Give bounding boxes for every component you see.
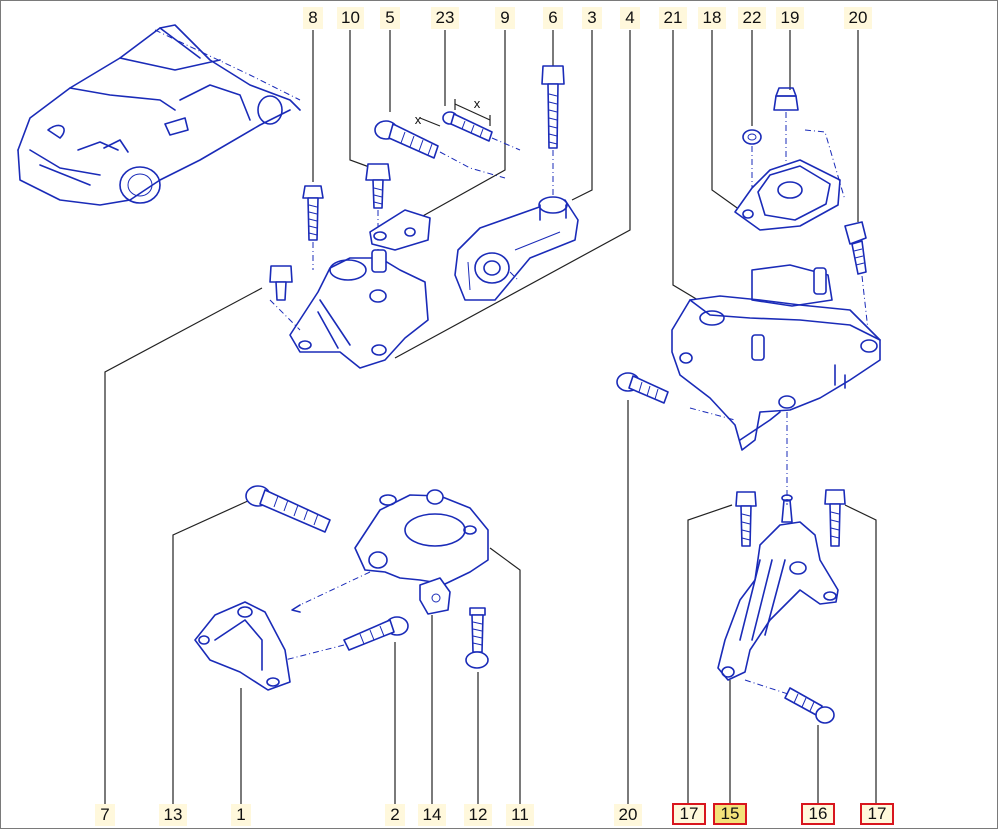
callout-7[interactable]: 7 <box>95 804 115 826</box>
bolt-2 <box>284 616 409 661</box>
bolt-13 <box>245 485 331 533</box>
callout-14[interactable]: 14 <box>418 804 446 826</box>
bolt-12 <box>465 607 489 669</box>
callout-10[interactable]: 10 <box>337 7 364 29</box>
leader-lines-bottom <box>104 287 877 805</box>
plate-9 <box>369 209 431 251</box>
bolt-23 <box>419 99 521 151</box>
callout-12[interactable]: 12 <box>464 804 492 826</box>
callout-16[interactable]: 16 <box>801 803 835 825</box>
callout-20-top[interactable]: 20 <box>844 7 872 29</box>
bracket-1 <box>194 601 291 691</box>
callout-11[interactable]: 11 <box>506 804 534 826</box>
bolt-17-right <box>824 489 846 547</box>
dimension-mark-x-2: x <box>473 96 481 111</box>
leader-lines-top <box>312 30 859 359</box>
callout-21[interactable]: 21 <box>659 7 687 29</box>
bolt-5 <box>374 120 506 179</box>
callout-2[interactable]: 2 <box>385 804 405 826</box>
bolt-20-left <box>616 372 669 404</box>
dimension-mark-x-1: x <box>414 112 422 127</box>
callout-13[interactable]: 13 <box>159 804 187 826</box>
callout-22[interactable]: 22 <box>738 7 766 29</box>
callout-6[interactable]: 6 <box>543 7 563 29</box>
callout-8[interactable]: 8 <box>303 7 323 29</box>
nut-19 <box>773 87 799 170</box>
callout-15[interactable]: 15 <box>713 803 747 825</box>
callout-17-left[interactable]: 17 <box>672 803 706 825</box>
callout-4[interactable]: 4 <box>620 7 640 29</box>
bolt-10 <box>365 163 391 250</box>
bolt-17-left <box>735 491 757 547</box>
callout-9[interactable]: 9 <box>495 7 515 29</box>
callout-23[interactable]: 23 <box>431 7 459 29</box>
engine-rod-11 <box>291 489 489 613</box>
callout-17-right[interactable]: 17 <box>860 803 894 825</box>
bolt-7-small <box>269 265 293 301</box>
bracket-15 <box>717 494 839 681</box>
bracket-21 <box>671 264 881 505</box>
bolt-20-top <box>844 221 869 331</box>
mount-pad-18 <box>734 129 846 231</box>
spacer-14 <box>419 577 451 615</box>
callout-19[interactable]: 19 <box>776 7 804 29</box>
bolt-16 <box>744 679 835 724</box>
callout-5[interactable]: 5 <box>380 7 400 29</box>
torque-rod-3 <box>454 196 579 301</box>
callout-18[interactable]: 18 <box>698 7 726 29</box>
callout-20-bottom[interactable]: 20 <box>614 804 642 826</box>
bolt-6 <box>541 65 565 196</box>
callout-1[interactable]: 1 <box>231 804 251 826</box>
bolt-8 <box>302 185 324 270</box>
callout-3[interactable]: 3 <box>582 7 602 29</box>
car-illustration <box>17 24 301 206</box>
upper-left-bracket <box>269 249 429 369</box>
